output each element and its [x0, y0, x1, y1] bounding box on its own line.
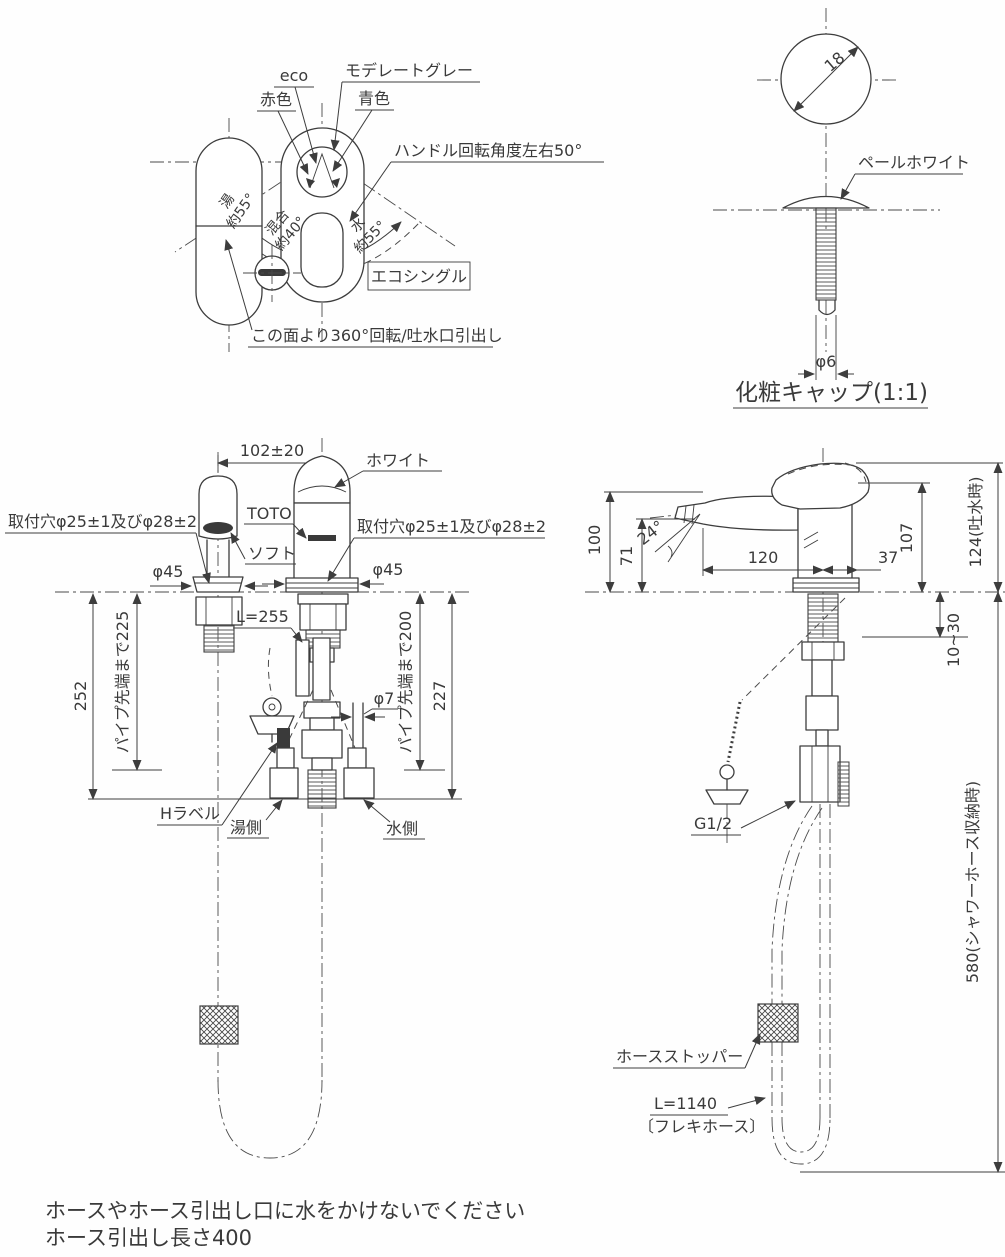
dim-580: 580(シャワーホース収納時) [963, 781, 982, 983]
front-elevation-view: 102±20 ホワイト TOTO ソフト 取付穴φ25±1及びφ28±2 取付穴… [5, 438, 546, 1159]
dim-phi45-left: φ45 [153, 562, 184, 581]
label-eco: eco [280, 66, 308, 85]
decorative-cap-detail: 18 ペールホワイト φ6 化粧キャップ(1:1) [713, 8, 970, 409]
label-white: ホワイト [366, 451, 430, 470]
footnotes: ホースやホース引出し口に水をかけないでください ホース引出し長さ400 [45, 1199, 525, 1250]
label-red: 赤色 [260, 90, 292, 109]
caption-cap-scale: 化粧キャップ(1:1) [735, 380, 928, 406]
label-soft: ソフト [248, 544, 296, 563]
label-hot-side: 湯側 [230, 818, 262, 837]
dim-102: 102±20 [240, 441, 304, 460]
dim-l1140: L=1140 [654, 1094, 717, 1113]
label-eco-single: エコシングル [371, 267, 467, 286]
note-line2: ホース引出し長さ400 [45, 1226, 252, 1250]
dim-phi45-right: φ45 [373, 560, 404, 579]
label-blue: 青色 [358, 89, 390, 108]
dim-pipe-tip-200: パイプ先端まで200 [396, 611, 415, 754]
dim-10-30: 10~30 [944, 613, 963, 667]
dim-252: 252 [71, 681, 90, 712]
note-line1: ホースやホース引出し口に水をかけないでください [45, 1199, 525, 1223]
label-hose-stopper: ホースストッパー [616, 1047, 743, 1066]
dim-pipe-tip-225: パイプ先端まで225 [113, 611, 132, 754]
label-face-note: この面より360°回転/吐水口引出し [251, 326, 503, 345]
side-elevation-view: 100 71 24° 120 37 107 124(吐水時) 10~30 [585, 448, 1005, 1173]
label-cold-side: 水側 [386, 819, 418, 838]
dim-227: 227 [430, 681, 449, 712]
label-h-label: Hラベル [160, 804, 220, 823]
label-g-half: G1/2 [694, 814, 732, 833]
dim-107: 107 [897, 523, 916, 554]
label-handle-rotation: ハンドル回転角度左右50° [394, 141, 582, 160]
dim-71: 71 [617, 546, 636, 566]
dim-37: 37 [878, 548, 898, 567]
dim-120: 120 [748, 548, 779, 567]
dim-24deg: 24° [634, 516, 668, 548]
handle-top-view: eco 赤色 モデレートグレー 青色 ハンドル回転角度左右50° 湯 約55° … [150, 61, 604, 352]
dim-100: 100 [585, 525, 604, 556]
label-moderate-gray: モデレートグレー [345, 61, 473, 80]
label-mount-hole-left: 取付穴φ25±1及びφ28±2 [8, 512, 197, 531]
dim-l255: L=255 [236, 607, 289, 626]
dim-phi7: φ7 [374, 689, 395, 708]
label-mount-hole-right: 取付穴φ25±1及びφ28±2 [357, 517, 546, 536]
label-flex-hose: 〔フレキホース〕 [638, 1117, 765, 1136]
dim-phi6: φ6 [816, 352, 837, 371]
label-pale-white: ペールホワイト [858, 153, 970, 172]
label-toto: TOTO [246, 504, 292, 523]
dim-124: 124(吐水時) [966, 476, 985, 567]
